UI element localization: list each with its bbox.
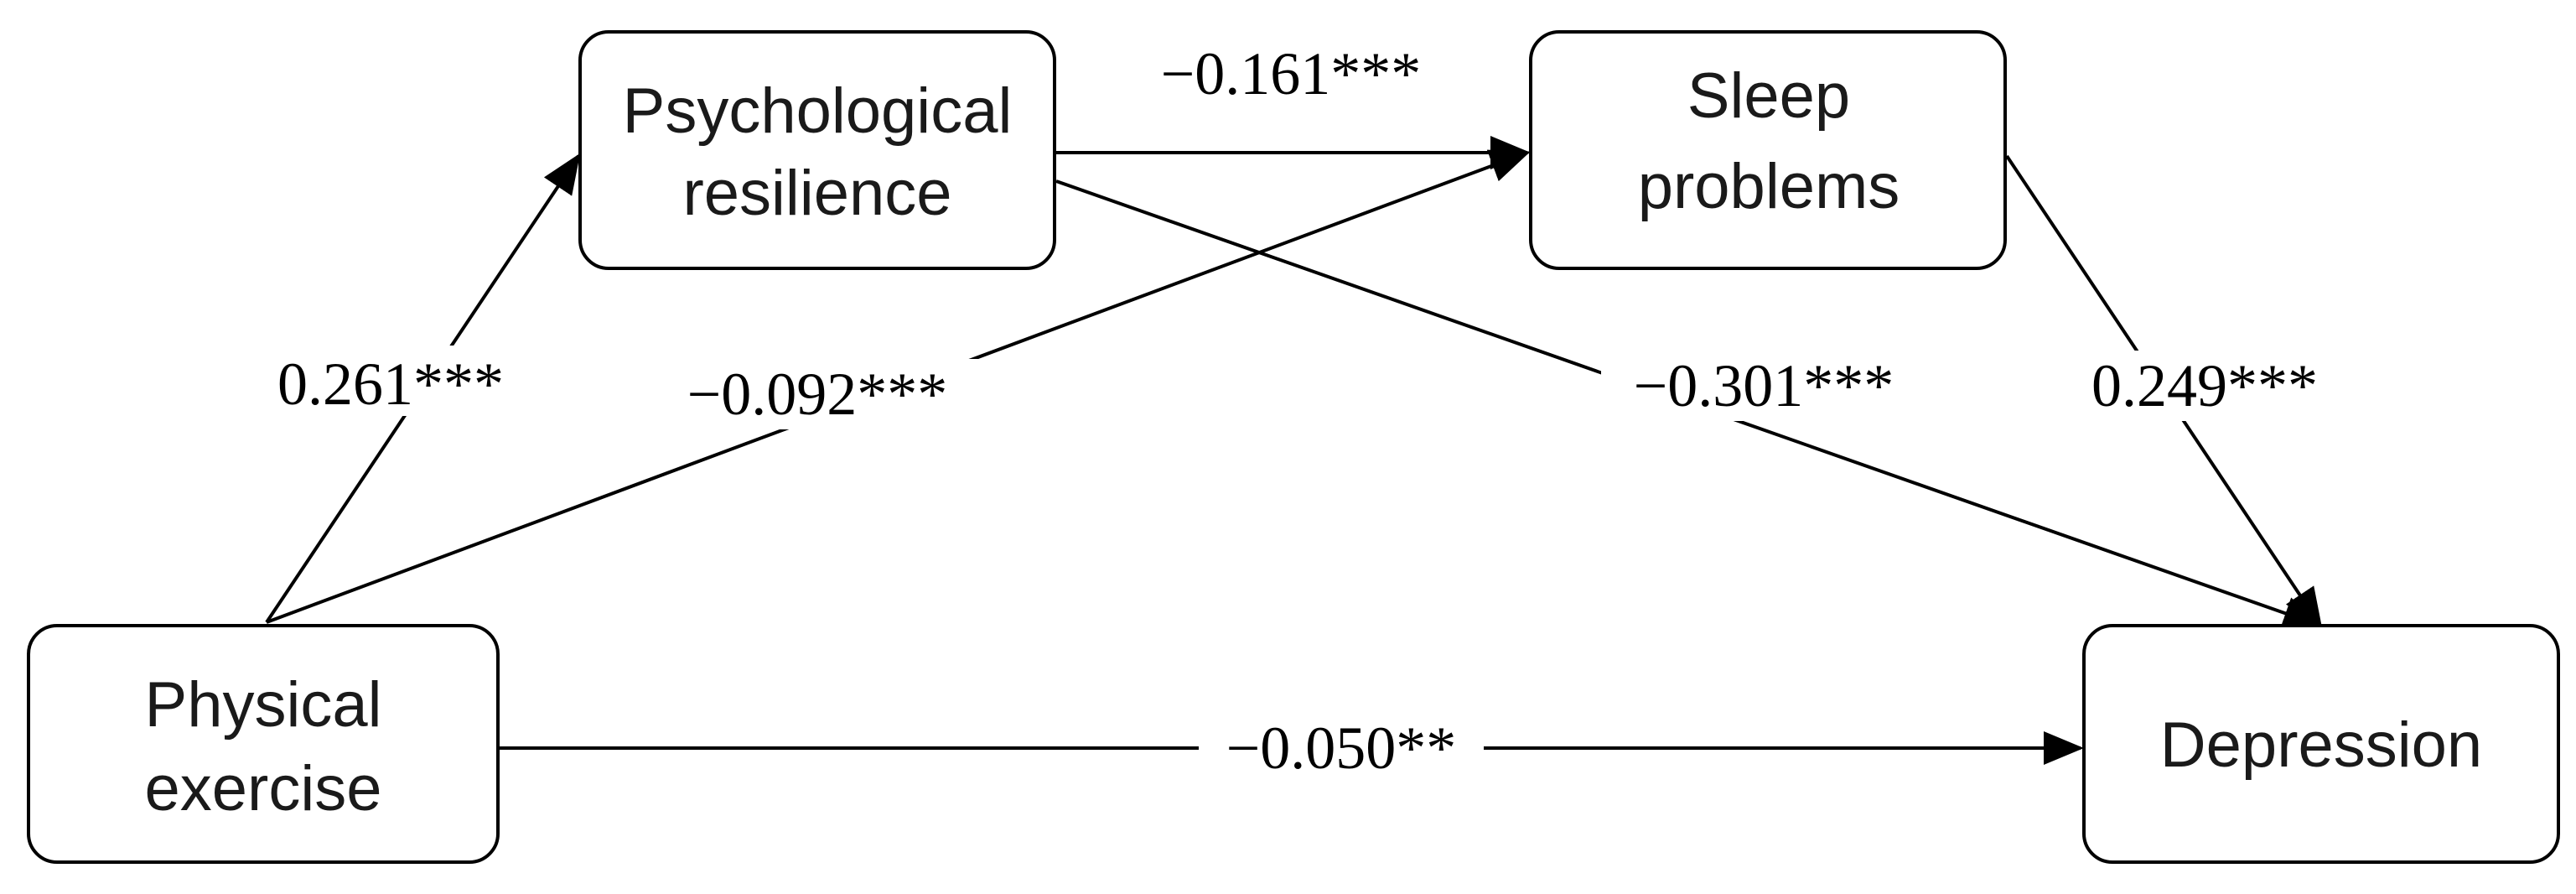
label-sleep-to-depression: 0.249*** xyxy=(2091,352,2318,419)
node-physical-exercise: Physical exercise xyxy=(27,624,500,864)
label-resilience-to-sleep: −0.161*** xyxy=(1161,40,1422,107)
label-exercise-to-resilience-group: 0.261*** xyxy=(257,346,525,418)
node-sleep-problems: Sleep problems xyxy=(1529,30,2007,270)
label-resilience-to-depression: −0.301*** xyxy=(1634,352,1894,419)
node-psychological-resilience: Psychological resilience xyxy=(578,30,1056,270)
node-sleep-problems-line2: problems xyxy=(1638,151,1900,222)
label-sleep-to-depression-group: 0.249*** xyxy=(2064,351,2340,421)
node-depression-line1: Depression xyxy=(2160,709,2482,781)
node-psychological-resilience-line2: resilience xyxy=(682,158,951,229)
label-exercise-to-depression-group: −0.050** xyxy=(1199,713,1484,783)
node-physical-exercise-line2: exercise xyxy=(145,753,382,824)
label-resilience-to-depression-group: −0.301*** xyxy=(1601,351,1928,421)
label-exercise-to-sleep: −0.092*** xyxy=(687,361,948,428)
node-depression: Depression xyxy=(2082,624,2560,864)
node-sleep-problems-line1: Sleep xyxy=(1687,60,1850,132)
label-exercise-to-sleep-group: −0.092*** xyxy=(654,359,981,429)
label-exercise-to-depression: −0.050** xyxy=(1226,715,1457,782)
label-exercise-to-resilience: 0.261*** xyxy=(277,351,504,418)
node-physical-exercise-line1: Physical xyxy=(145,669,382,741)
node-psychological-resilience-line1: Psychological xyxy=(623,75,1013,147)
label-resilience-to-sleep-group: −0.161*** xyxy=(1161,40,1422,107)
